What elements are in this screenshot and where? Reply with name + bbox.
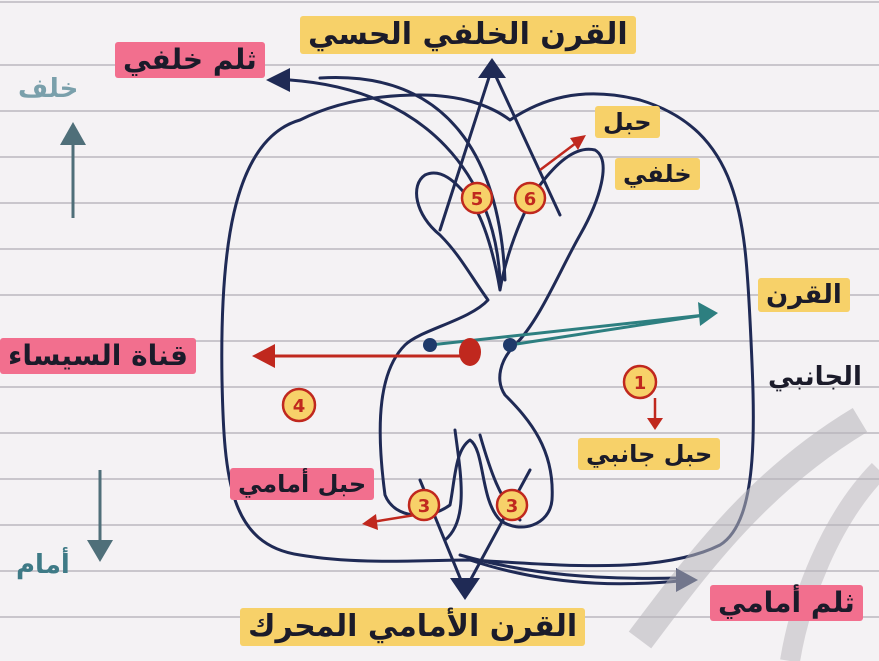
anterior-root-label: ثلم أمامي <box>710 585 863 621</box>
lateral-horn-label-2: الجانبي <box>768 362 862 392</box>
lateral-column-label: حبل جانبي <box>578 438 721 470</box>
ventral-horn-label: القرن الأمامي المحرك <box>240 608 586 646</box>
front-direction-label: أمام <box>16 550 70 580</box>
back-direction-label: خلف <box>18 74 79 104</box>
number-4: 4 <box>293 396 306 417</box>
number-6: 6 <box>524 189 537 210</box>
number-5-circle <box>460 181 494 215</box>
lateral-horn-label-1: القرن <box>758 278 850 312</box>
ventral-horn-arrowhead <box>450 578 480 600</box>
number-3b: 3 <box>506 496 519 517</box>
number-1-circle <box>622 364 658 400</box>
lateral-horn-arrowhead <box>698 302 718 326</box>
anterior-column-label: حبل أمامي <box>230 468 375 500</box>
down-arrow-icon <box>87 540 113 562</box>
posterior-column-label-1: حبل <box>595 106 660 138</box>
dorsal-horn-label: القرن الخلفي الحسي <box>300 16 636 54</box>
number-5: 5 <box>471 189 484 210</box>
number-3b-circle <box>495 488 529 522</box>
central-canal-dot <box>459 338 481 366</box>
number-6-circle <box>513 181 547 215</box>
number-1: 1 <box>634 373 647 394</box>
posterior-root-arrowhead <box>266 68 290 92</box>
central-canal-arrowhead <box>252 344 275 368</box>
dorsal-horn-arrowhead <box>478 58 506 78</box>
up-arrow-icon <box>60 122 86 145</box>
number-3-circle <box>407 488 441 522</box>
central-canal-label: قناة السيساء <box>0 338 196 374</box>
number-4-circle <box>281 387 317 423</box>
posterior-root-label: ثلم خلفي <box>115 42 265 78</box>
posterior-column-label-2: خلفي <box>615 158 700 190</box>
number-3: 3 <box>418 496 431 517</box>
